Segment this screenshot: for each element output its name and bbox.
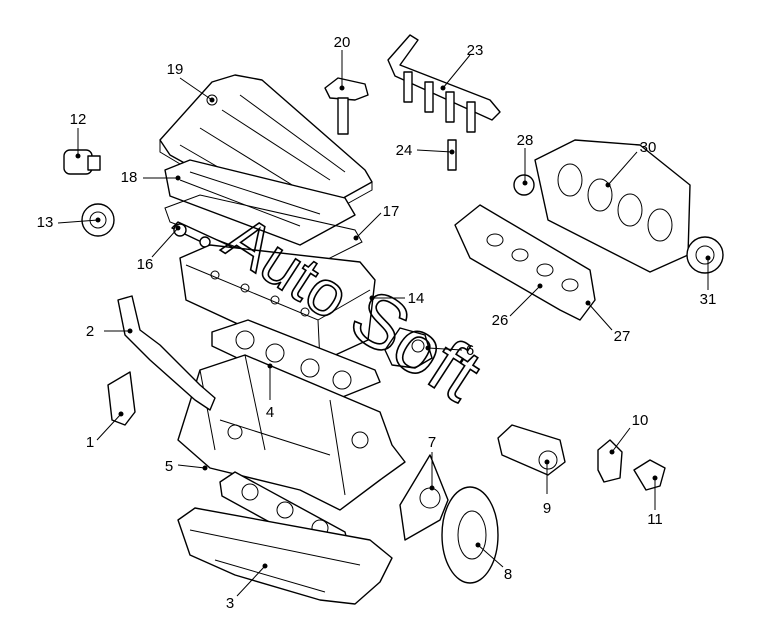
callout-5: 5 <box>165 458 173 475</box>
throttle-body <box>686 236 724 274</box>
engine-block <box>177 354 406 511</box>
fuel-rail <box>387 34 501 133</box>
callout-31: 31 <box>700 291 717 308</box>
callout-26: 26 <box>492 312 509 329</box>
ignition-coil <box>324 77 369 135</box>
callout-12: 12 <box>70 111 87 128</box>
callout-16: 16 <box>137 256 154 273</box>
cylinder-head <box>179 244 376 363</box>
tensioner <box>384 327 433 369</box>
mount-bracket <box>107 371 136 426</box>
callout-labels: 1 2 3 4 5 6 7 8 9 10 11 12 13 14 16 17 1… <box>37 34 717 612</box>
callout-13: 13 <box>37 214 54 231</box>
exhaust-manifold <box>454 204 596 321</box>
callout-19: 19 <box>167 61 184 78</box>
flywheel <box>441 486 499 584</box>
callout-9: 9 <box>543 500 551 517</box>
coolant-pipe <box>117 295 216 411</box>
callout-18: 18 <box>121 169 138 186</box>
callout-1: 1 <box>86 434 94 451</box>
callout-27: 27 <box>614 328 631 345</box>
sensor-bracket <box>597 439 623 483</box>
callout-28: 28 <box>517 132 534 149</box>
callout-14: 14 <box>408 290 425 307</box>
callout-2: 2 <box>86 323 94 340</box>
head-gasket <box>211 319 381 403</box>
oil-pan <box>177 507 393 605</box>
callout-3: 3 <box>226 595 234 612</box>
callout-6: 6 <box>466 342 474 359</box>
callout-20: 20 <box>334 34 351 51</box>
leader-lines <box>57 50 711 597</box>
cover-gasket <box>164 194 363 273</box>
fuel-injector <box>447 139 457 171</box>
callout-17: 17 <box>383 203 400 220</box>
callout-24: 24 <box>396 142 413 159</box>
callout-30: 30 <box>640 139 657 156</box>
callout-4: 4 <box>266 404 274 421</box>
rear-cover-plate <box>399 454 449 541</box>
callout-11: 11 <box>647 511 663 528</box>
clip-bracket <box>633 459 666 491</box>
starter-motor <box>497 424 566 476</box>
callout-7: 7 <box>428 434 436 451</box>
cam-carrier <box>164 159 356 246</box>
callout-10: 10 <box>632 412 649 429</box>
sensor <box>63 149 101 175</box>
callout-8: 8 <box>504 566 512 583</box>
intake-manifold <box>534 139 691 273</box>
callout-23: 23 <box>467 42 484 59</box>
